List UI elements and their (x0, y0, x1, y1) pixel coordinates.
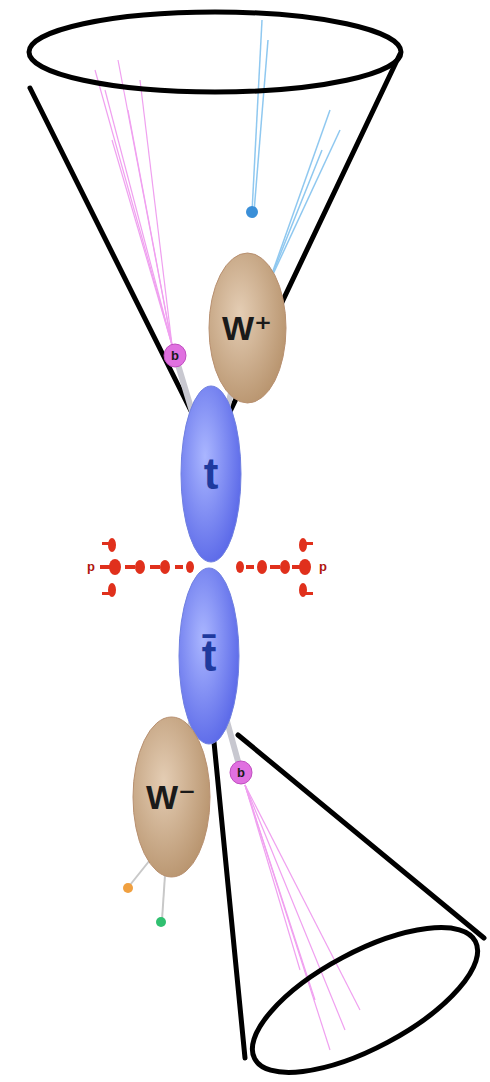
particle-label: W⁻ (146, 780, 196, 814)
proton-label: p (86, 560, 96, 573)
particle-label: t̄ (202, 634, 217, 678)
w-boson: W⁻ (132, 716, 211, 878)
particle-label: b (171, 349, 179, 362)
particle-label: W⁺ (222, 311, 272, 345)
proton-label: p (318, 560, 328, 573)
jet-cone (29, 12, 401, 425)
jet-spray (95, 60, 172, 345)
b-quark: b (163, 343, 187, 368)
top-quark: t (180, 385, 242, 563)
decay-link (178, 366, 192, 414)
quark-dot (246, 206, 258, 218)
lepton-dot (123, 883, 133, 893)
w-decay-lines (252, 20, 340, 285)
w-boson: W⁺ (208, 252, 287, 404)
jet-spray (245, 785, 360, 1050)
antitop-quark: t̄ (178, 567, 240, 745)
b-quark: b (229, 760, 253, 785)
particle-label: t (204, 452, 219, 496)
jet-cone (214, 735, 490, 1082)
neutrino-dot (156, 917, 166, 927)
particle-label: b (237, 766, 245, 779)
